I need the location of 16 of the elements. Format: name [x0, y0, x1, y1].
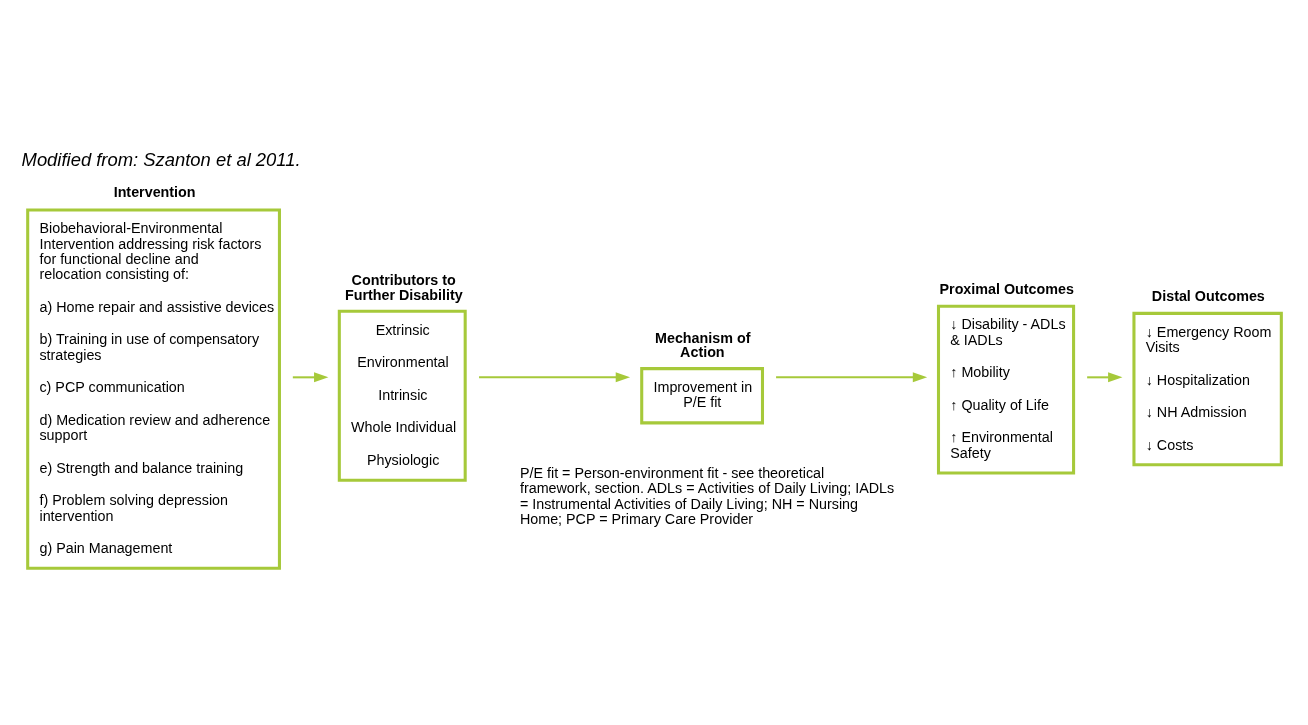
- node-label: Proximal Outcomes: [939, 280, 1074, 297]
- arrow: [1087, 371, 1123, 382]
- node-label: Mechanism of Action: [655, 329, 751, 360]
- node-box: Extrinsic Environmental Intrinsic Whole Individual Physiologic: [337, 309, 467, 482]
- diagram-title: Modified from: Szanton et al 2011.: [21, 148, 301, 170]
- arrow: [292, 371, 329, 382]
- arrow: [479, 371, 631, 382]
- node-box: ↓ Disability - ADLs & IADLs ↑ Mobility ↑ Quality of Life ↑ Environmental Safety: [936, 304, 1076, 475]
- label: P/E fit = Person-environment fit - see theoretical framework, section. ADLs = Activities of Daily Living; IADLs = Instrumental Activities of Daily Living; NH = Nursing Home; PCP = Primary Care Provider: [519, 464, 895, 527]
- node-box: Biobehavioral-Environmental Intervention addressing risk factors for functional decline and relocation consisting of: a) Home repair and assistive devices b) Training in use of compensatory strategies c) PCP communication d) Medication review and adherence support e) Strength and balance training f) Problem solving depression intervention g) Pain Management: [26, 207, 281, 570]
- node-label: Distal Outcomes: [1151, 287, 1265, 304]
- node-box: Improvement in P/E fit: [640, 366, 764, 424]
- node-label: Contributors to Further Disability: [344, 271, 463, 303]
- arrow: [776, 371, 928, 382]
- node-box: ↓ Emergency Room Visits ↓ Hospitalization ↓ NH Admission ↓ Costs: [1132, 311, 1283, 466]
- node-label: Intervention: [113, 183, 196, 200]
